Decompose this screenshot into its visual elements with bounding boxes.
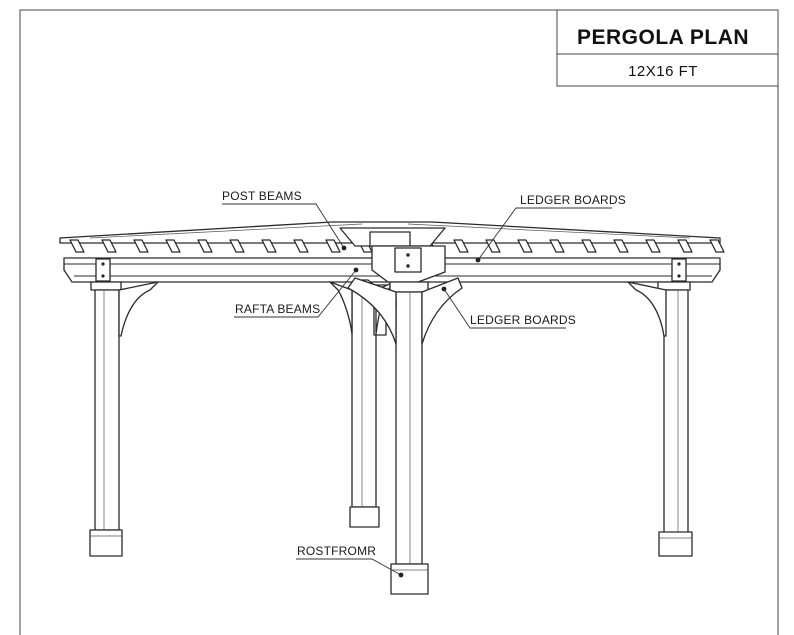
rafter-slat — [677, 239, 693, 253]
rafter-slat — [709, 239, 725, 253]
callout-rostfromr: ROSTFROMR — [297, 544, 376, 558]
rafter-slat — [229, 239, 245, 253]
leader-post-beams — [222, 203, 347, 251]
rafter-slat — [101, 239, 117, 253]
rafter-slat — [293, 239, 309, 253]
rafter-slat — [261, 239, 277, 253]
rafter-slat — [517, 239, 533, 253]
drawing-subtitle: 12X16 FT — [628, 63, 698, 80]
rafter-slat — [453, 239, 469, 253]
rafter-slat — [549, 239, 565, 253]
leader-ledger-top — [475, 207, 612, 263]
rafter-slat — [165, 239, 181, 253]
title-block: PERGOLA PLAN 12X16 FT — [556, 9, 779, 87]
rafter-slat — [325, 239, 341, 253]
leader-rostfromr — [296, 558, 404, 578]
rafter-lattice — [59, 221, 725, 253]
rafter-slat — [581, 239, 597, 253]
leader-rafta-beams — [234, 267, 359, 318]
drawing-title: PERGOLA PLAN — [577, 26, 749, 49]
callout-ledger-boards-top: LEDGER BOARDS — [520, 193, 626, 207]
right-front-post — [627, 281, 693, 557]
leader-ledger-right — [441, 286, 566, 329]
rafter-slat — [69, 239, 85, 253]
rafter-slat — [645, 239, 661, 253]
left-front-post — [89, 281, 159, 557]
center-front-post — [347, 277, 463, 595]
callout-ledger-boards-right: LEDGER BOARDS — [470, 313, 576, 327]
rafter-slat — [485, 239, 501, 253]
ledger-beam-left — [63, 257, 389, 283]
rafter-slat — [133, 239, 149, 253]
rafter-slat — [197, 239, 213, 253]
callout-rafta-beams: RAFTA BEAMS — [235, 302, 320, 316]
corner-block — [371, 245, 446, 283]
callout-post-beams: POST BEAMS — [222, 189, 302, 203]
sheet-border — [19, 9, 779, 635]
rafter-slat — [613, 239, 629, 253]
ledger-beam-right — [409, 257, 721, 283]
